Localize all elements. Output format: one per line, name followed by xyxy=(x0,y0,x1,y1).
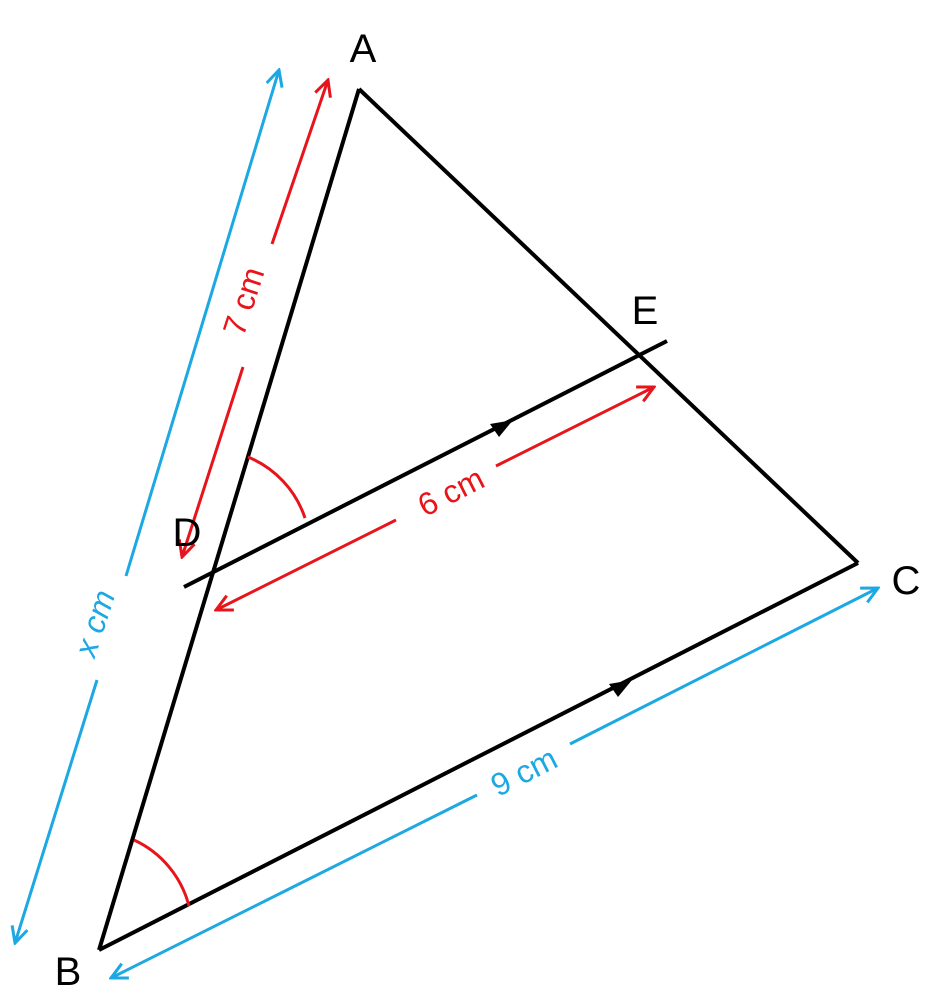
vertex-label-c: C xyxy=(892,559,921,603)
measure-arrow-ab-upper xyxy=(124,70,279,577)
side-ac xyxy=(357,87,860,565)
angle-arc-b xyxy=(133,838,191,907)
side-ab xyxy=(97,88,361,951)
measure-arrow-ad-upper xyxy=(270,80,328,245)
measure-label-ad: 7 cm xyxy=(216,263,272,340)
vertex-label-d: D xyxy=(173,511,202,555)
parallel-marker-de xyxy=(490,420,513,437)
measure-arrow-bc-right xyxy=(569,588,878,746)
measure-arrow-ab-lower xyxy=(15,679,99,943)
measure-label-de: 6 cm xyxy=(412,460,490,524)
vertex-label-e: E xyxy=(632,289,659,333)
measure-arrow-de-right xyxy=(495,387,654,468)
measure-label-ab: x cm xyxy=(66,586,122,663)
vertex-label-b: B xyxy=(55,950,82,994)
measure-arrow-de-left xyxy=(216,518,397,610)
measure-arrow-ad-lower xyxy=(182,366,245,557)
measure-arrow-bc-left xyxy=(111,793,478,978)
parallel-marker-bc xyxy=(609,680,632,697)
segment-de xyxy=(183,339,668,589)
vertex-label-a: A xyxy=(350,27,377,71)
side-bc xyxy=(98,561,859,952)
angle-arc-d xyxy=(247,455,307,519)
